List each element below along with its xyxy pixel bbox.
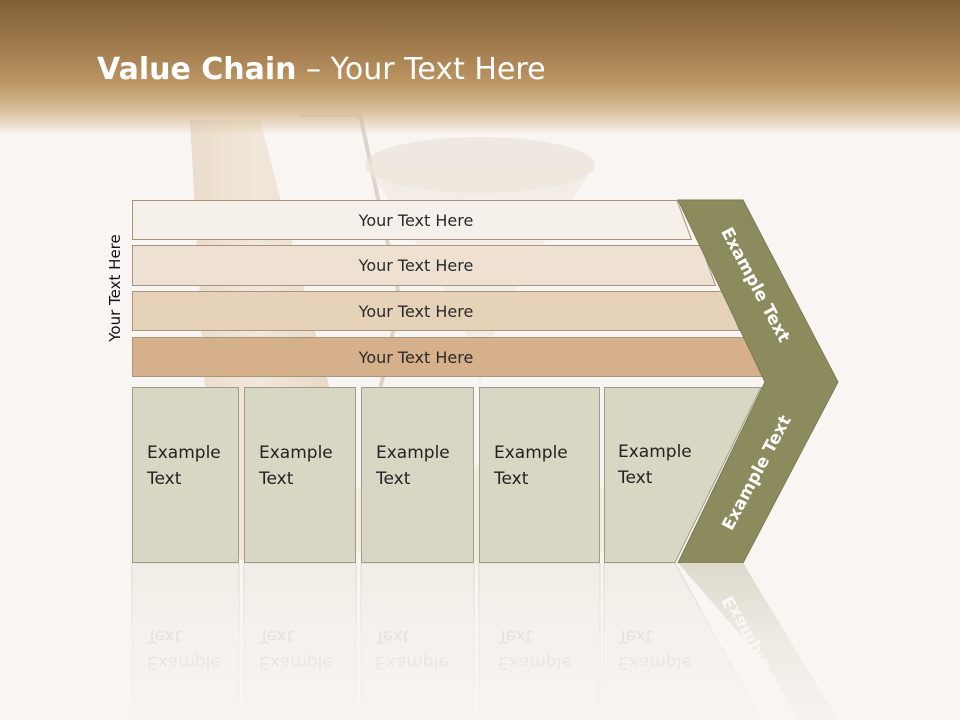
activity-box-5-line1: Example bbox=[618, 442, 692, 462]
support-row-3-label: Your Text Here bbox=[358, 301, 474, 321]
activity-box-5-line2: Text bbox=[618, 468, 653, 488]
activity-box-2-line1: Example bbox=[259, 443, 333, 463]
activity-box-2-line2: Text bbox=[259, 469, 294, 489]
activity-box-1-line2: Text bbox=[147, 469, 182, 489]
support-row-1-label: Your Text Here bbox=[358, 210, 474, 230]
support-row-2-shape bbox=[132, 245, 716, 286]
support-row-3: Your Text Here bbox=[132, 291, 740, 331]
title-rest: – Your Text Here bbox=[296, 52, 546, 87]
margin-chevron-shape bbox=[677, 199, 839, 564]
title-bold: Value Chain bbox=[97, 52, 297, 87]
header-band bbox=[0, 0, 960, 135]
activity-box-1-line1: Example bbox=[147, 443, 221, 463]
support-row-1: Your Text Here bbox=[132, 200, 692, 240]
activity-box-3-line2: Text bbox=[376, 469, 411, 489]
support-row-2-label: Your Text Here bbox=[358, 256, 474, 275]
support-row-4: Your Text Here bbox=[132, 337, 764, 377]
support-row-4-label: Your Text Here bbox=[358, 347, 474, 367]
activity-box-3-line1: Example bbox=[376, 443, 450, 463]
slide-title: Value Chain – Your Text Here bbox=[97, 52, 546, 87]
support-row-2: Your Text Here bbox=[132, 245, 716, 286]
activity-box-4-line1: Example bbox=[494, 443, 568, 463]
support-row-1-shape bbox=[132, 200, 692, 240]
support-row-3-shape bbox=[132, 291, 740, 331]
activity-box-4-line2: Text bbox=[494, 469, 529, 489]
reflection-fade bbox=[0, 563, 960, 720]
